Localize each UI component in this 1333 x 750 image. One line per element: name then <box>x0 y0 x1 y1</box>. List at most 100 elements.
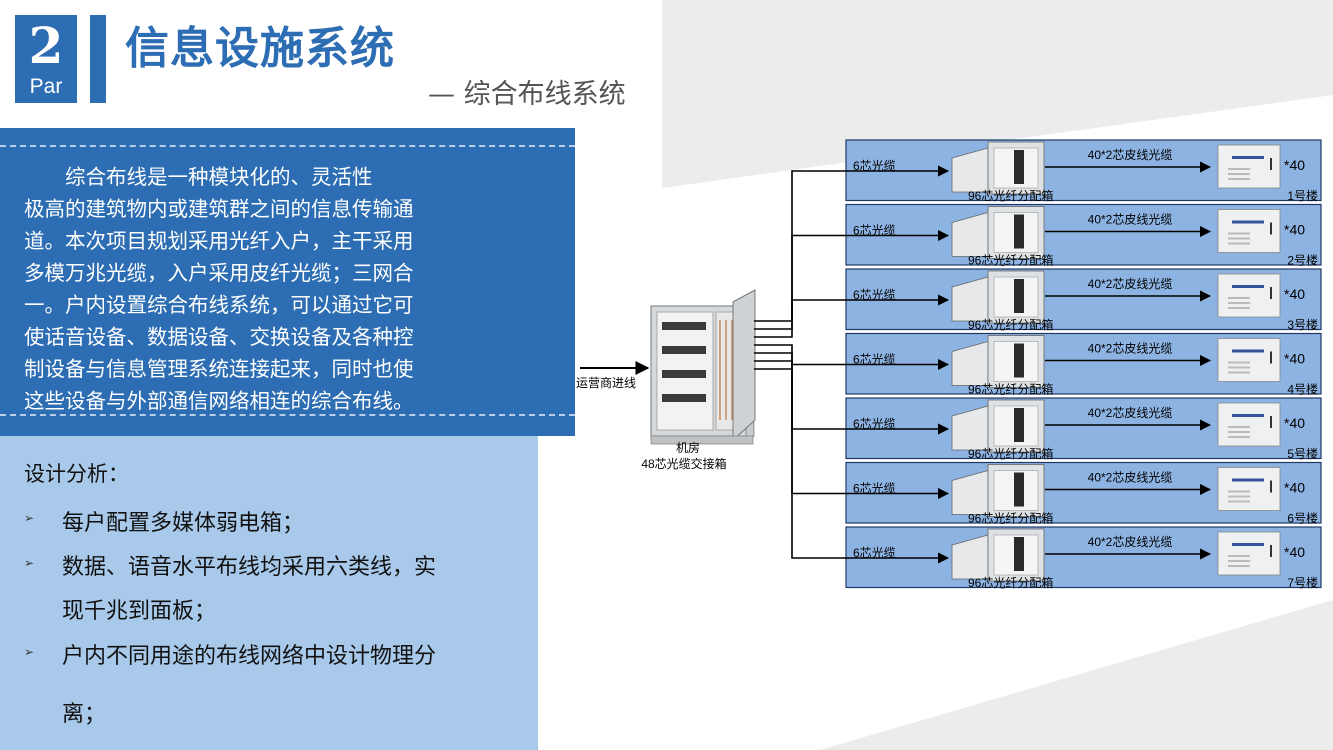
part-label: Par <box>29 75 63 98</box>
analysis-panel <box>0 436 538 750</box>
intro-divider-bottom <box>0 414 575 416</box>
household-box <box>1217 531 1281 576</box>
building-label: 6号楼 <box>1287 511 1318 526</box>
cabinet-label-type: 48芯光缆交接箱 <box>641 456 726 471</box>
intro-paragraph: 综合布线是一种模块化的、灵活性 极高的建筑物内或建筑群之间的信息传输通 道。本次… <box>24 161 502 417</box>
cable-label: 6芯光缆 <box>853 288 896 302</box>
distribution-box-module <box>1014 343 1024 378</box>
household-box-vent <box>1228 237 1250 240</box>
feeder-cable-line <box>754 294 950 338</box>
household-box-vent <box>1228 565 1250 567</box>
household-box-vent <box>1228 490 1250 493</box>
household-box-vent <box>1228 173 1250 175</box>
household-count: *40 <box>1284 286 1305 302</box>
cable-label: 6芯光缆 <box>853 546 896 560</box>
household-box-vent <box>1228 426 1250 428</box>
household-box-vent <box>1228 307 1250 309</box>
analysis-item: 户内不同用途的布线网络中设计物理分 <box>62 644 437 669</box>
household-box-latch <box>1270 222 1272 235</box>
household-box-latch <box>1270 416 1272 428</box>
intro-line: 这些设备与外部通信网络相连的综合布线。 <box>24 389 414 413</box>
household-box-latch <box>1270 480 1272 493</box>
drop-cable-label: 40*2芯皮线光缆 <box>1088 148 1173 162</box>
intro-line: 制设备与信息管理系统连接起来，同时也使 <box>24 357 414 381</box>
household-box-vent <box>1228 560 1250 562</box>
drop-cable-label: 40*2芯皮线光缆 <box>1088 277 1173 291</box>
building-label: 5号楼 <box>1287 446 1318 461</box>
household-box-latch <box>1270 351 1272 364</box>
household-box <box>1217 144 1281 189</box>
household-count: *40 <box>1284 351 1305 367</box>
bullet-icon: ➢ <box>24 556 35 570</box>
household-box <box>1217 467 1281 511</box>
cable-label: 6芯光缆 <box>853 417 896 431</box>
bullet-icon: ➢ <box>24 511 35 525</box>
drop-cable-label: 40*2芯皮线光缆 <box>1088 471 1173 485</box>
distribution-box-module <box>1014 150 1024 184</box>
household-box <box>1217 209 1281 253</box>
building-label: 7号楼 <box>1287 575 1318 590</box>
household-count: *40 <box>1284 544 1305 560</box>
household-box-latch <box>1270 545 1272 557</box>
drop-cable-label: 40*2芯皮线光缆 <box>1088 342 1173 356</box>
household-box-vent <box>1228 168 1250 170</box>
household-box-latch <box>1270 158 1272 170</box>
page-title: 信息设施系统 <box>125 23 395 74</box>
distribution-box-label: 96芯光纤分配箱 <box>968 382 1053 397</box>
household-count: *40 <box>1284 157 1305 173</box>
intro-panel <box>0 128 575 436</box>
household-box-brand <box>1232 543 1264 546</box>
part-number: 2 <box>28 16 64 75</box>
building-label: 3号楼 <box>1287 317 1318 332</box>
household-box <box>1217 402 1281 447</box>
inlet-label: 运营商进线 <box>576 375 636 390</box>
distribution-box-label: 96芯光纤分配箱 <box>968 188 1053 203</box>
household-box-vent <box>1228 371 1250 374</box>
building-label: 2号楼 <box>1287 253 1318 268</box>
intro-divider-top <box>0 145 575 147</box>
household-box-vent <box>1228 366 1250 369</box>
household-box-vent <box>1228 232 1250 235</box>
household-box <box>1217 338 1281 382</box>
household-box-brand <box>1232 349 1264 353</box>
household-box-vent <box>1228 242 1250 245</box>
cable-label: 6芯光缆 <box>853 353 896 367</box>
distribution-box-label: 96芯光纤分配箱 <box>968 317 1053 332</box>
cable-label: 6芯光缆 <box>853 159 896 173</box>
household-box-vent <box>1228 500 1250 503</box>
household-count: *40 <box>1284 480 1305 496</box>
page-subtitle: — 综合布线系统 <box>428 79 626 110</box>
household-box-brand <box>1232 220 1264 224</box>
intro-line: 极高的建筑物内或建筑群之间的信息传输通 <box>24 197 414 221</box>
distribution-box-label: 96芯光纤分配箱 <box>968 446 1053 461</box>
analysis-item: 每户配置多媒体弱电箱； <box>62 511 305 536</box>
building-label: 4号楼 <box>1287 382 1318 397</box>
household-box-vent <box>1228 178 1250 180</box>
household-box-vent <box>1228 555 1250 557</box>
household-box-brand <box>1232 478 1264 482</box>
household-count: *40 <box>1284 415 1305 431</box>
drop-cable-label: 40*2芯皮线光缆 <box>1088 406 1173 420</box>
distribution-box-label: 96芯光纤分配箱 <box>968 511 1053 526</box>
household-box-latch <box>1270 287 1272 299</box>
intro-line: 多模万兆光缆，入户采用皮纤光缆；三网合 <box>24 261 414 285</box>
building-label: 1号楼 <box>1287 188 1318 203</box>
main-cabinet <box>650 289 756 445</box>
distribution-box-module <box>1014 537 1024 571</box>
intro-line: 道。本次项目规划采用光纤入户，主干采用 <box>24 229 414 253</box>
distribution-box-module <box>1014 214 1024 249</box>
analysis-item-continued: 离； <box>62 702 107 727</box>
household-box-brand <box>1232 285 1264 288</box>
household-box-vent <box>1228 297 1250 299</box>
intro-line: 综合布线是一种模块化的、灵活性 <box>24 165 373 189</box>
analysis-item: 数据、语音水平布线均采用六类线，实 <box>62 555 437 580</box>
household-box-vent <box>1228 431 1250 433</box>
household-box-brand <box>1232 156 1264 159</box>
household-box-vent <box>1228 302 1250 304</box>
feeder-cable-line <box>754 229 950 330</box>
feeder-cable-line <box>754 368 950 564</box>
distribution-box-module <box>1014 408 1024 442</box>
bullet-icon: ➢ <box>24 645 35 659</box>
